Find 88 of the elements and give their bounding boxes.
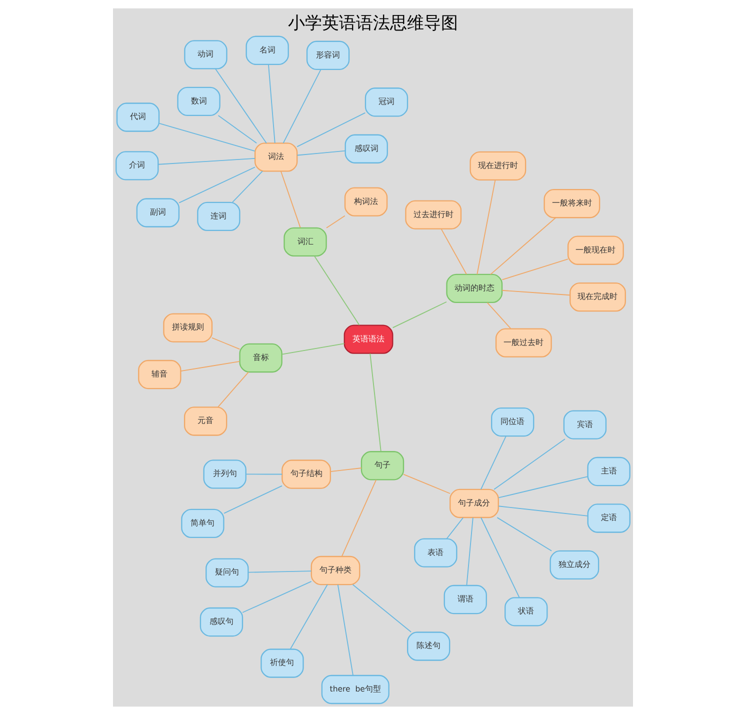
node-box: 状语 xyxy=(504,597,548,626)
node-box: 元音 xyxy=(184,406,228,436)
connector xyxy=(232,170,263,203)
node-box: 连词 xyxy=(197,202,240,232)
node-box: 代词 xyxy=(116,102,160,132)
node-box: 数词 xyxy=(177,86,220,116)
node-box: 词汇 xyxy=(284,227,327,257)
node-box: 主语 xyxy=(587,456,630,486)
connector xyxy=(246,474,283,475)
node-box: 拼读规则 xyxy=(163,313,213,342)
node-box: 句子结构 xyxy=(282,460,331,489)
node-box: 构词法 xyxy=(344,187,388,216)
connector xyxy=(296,150,346,156)
node-box: 感叹句 xyxy=(200,607,244,637)
connector xyxy=(502,290,570,296)
node-box: 词法 xyxy=(254,142,298,172)
node-box: 祈使句 xyxy=(260,648,304,678)
node-box: 并列句 xyxy=(203,460,246,489)
node-box: 一般将来时 xyxy=(544,189,600,218)
node-box: 现在进行时 xyxy=(470,151,526,180)
connector xyxy=(158,158,256,165)
connector xyxy=(440,228,467,275)
node-box: 名词 xyxy=(246,36,289,65)
connector xyxy=(341,479,377,557)
connector xyxy=(494,438,566,490)
connector xyxy=(498,476,588,498)
diagram-title: 小学英语语法思维导图 xyxy=(288,13,458,34)
connector xyxy=(326,215,346,228)
node-box: 句子成分 xyxy=(450,488,499,518)
node-box: 感叹词 xyxy=(344,134,388,164)
connector xyxy=(218,115,258,144)
connector xyxy=(224,485,282,514)
connector xyxy=(480,436,506,490)
connector xyxy=(496,517,552,552)
connector xyxy=(280,170,301,228)
connector xyxy=(498,506,588,516)
connector xyxy=(178,166,256,204)
connector xyxy=(242,580,312,613)
node-box: 副词 xyxy=(136,198,180,228)
connector xyxy=(282,68,322,144)
node-box: 冠词 xyxy=(364,88,408,117)
node-box: 谓语 xyxy=(444,584,487,614)
node-box: 句子 xyxy=(360,451,404,480)
node-box: 动词的时态 xyxy=(446,274,503,304)
node-box: 定语 xyxy=(587,504,630,533)
connector xyxy=(330,468,362,472)
connector xyxy=(337,584,354,676)
node-box: 独立成分 xyxy=(550,550,600,580)
connector xyxy=(352,584,412,632)
node-box: 一般现在时 xyxy=(567,236,624,265)
connector xyxy=(370,353,382,452)
node-box: 陈述句 xyxy=(407,632,450,661)
connector xyxy=(158,122,256,152)
connector xyxy=(446,517,464,540)
connector xyxy=(290,584,328,650)
connector xyxy=(180,360,240,372)
connector xyxy=(403,474,451,494)
node-box: 介词 xyxy=(116,151,159,180)
node-box: 形容词 xyxy=(306,40,350,70)
node-box: 宾语 xyxy=(563,410,607,440)
connector xyxy=(476,180,496,275)
connector xyxy=(392,301,447,328)
connector xyxy=(212,337,240,350)
node-box: 动词 xyxy=(184,40,228,70)
connector xyxy=(268,64,276,144)
node-box: 一般过去时 xyxy=(495,328,552,358)
connector xyxy=(480,517,520,598)
connector xyxy=(466,517,474,586)
connector xyxy=(282,343,345,355)
node-box: 英语语法 xyxy=(344,324,394,354)
connector xyxy=(218,372,250,408)
node-box: 疑问句 xyxy=(206,558,249,588)
node-box: 句子种类 xyxy=(310,556,360,586)
node-box: 同位语 xyxy=(491,407,534,437)
connector xyxy=(248,570,312,573)
node-box: 过去进行时 xyxy=(405,200,462,230)
connector xyxy=(490,217,556,275)
connector xyxy=(486,302,512,329)
node-box: 辅音 xyxy=(138,360,182,390)
node-box: 表语 xyxy=(414,538,458,568)
node-box: 现在完成时 xyxy=(570,282,626,312)
node-box: 音标 xyxy=(239,343,282,373)
connector xyxy=(502,258,568,280)
connector xyxy=(296,112,366,148)
node-box: there be句型 xyxy=(321,674,390,704)
connector xyxy=(314,256,360,326)
node-box: 简单句 xyxy=(181,508,224,538)
connector xyxy=(215,68,267,144)
